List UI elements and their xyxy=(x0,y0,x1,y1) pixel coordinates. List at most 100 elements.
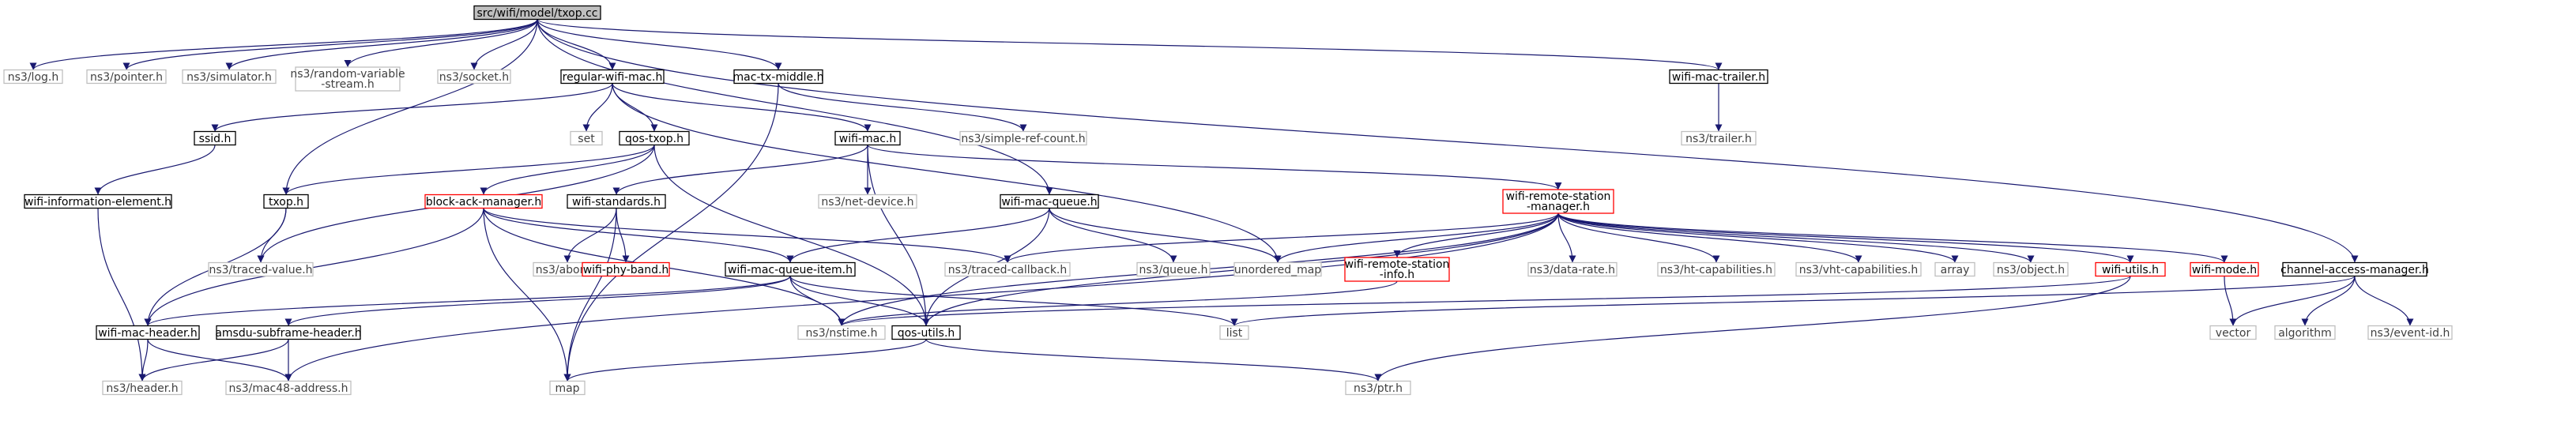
node-qos-utils-h[interactable]: qos-utils.h xyxy=(891,325,961,340)
node-qos-txop-h[interactable]: qos-txop.h xyxy=(619,130,690,146)
node-box xyxy=(2282,261,2427,277)
node-box xyxy=(619,130,690,146)
edge-mactx-to-map xyxy=(563,83,779,382)
edge-wrsm-to-tracedcb xyxy=(1004,212,1559,264)
edge-wrsm-to-mac48 xyxy=(284,212,1559,382)
node-wifi-standards-h[interactable]: wifi-standards.h xyxy=(567,194,666,209)
dependency-edges xyxy=(29,18,2414,382)
node-label: wifi-standards.h xyxy=(572,196,661,209)
edge-wmqi-to-qosutils xyxy=(789,276,930,326)
edge-qostxop-to-txoph xyxy=(282,145,655,195)
edge-wifimac-to-wstd xyxy=(612,145,868,195)
node-label: ns3/event-id.h xyxy=(2371,327,2450,340)
edge-qostxop-to-bam xyxy=(480,145,655,195)
node-label: ns3/vht-capabilities.h xyxy=(1799,264,1918,276)
node-wifi-mac-header-h[interactable]: wifi-mac-header.h xyxy=(96,325,200,340)
node-label: ns3/trailer.h xyxy=(1685,133,1752,145)
node-ns3-ptr-h: ns3/ptr.h xyxy=(1345,380,1411,396)
node-wifi-mode-h[interactable]: wifi-mode.h xyxy=(2190,261,2259,277)
edge-wrsm-to-vhtcap xyxy=(1557,212,1862,263)
node-vector: vector xyxy=(2209,325,2257,340)
edge-wmqi-to-nstime xyxy=(789,276,845,326)
node-box xyxy=(1000,194,1099,209)
edge-wifimac-to-wrsm xyxy=(867,144,1562,190)
edge-ssid-to-wie xyxy=(94,145,216,195)
node-array: array xyxy=(1934,261,1975,277)
node-box xyxy=(1657,261,1776,277)
node-label: ns3/ptr.h xyxy=(1354,382,1403,395)
node-wifi-remote-station-info-h[interactable]: wifi-remote-station-info.h xyxy=(1344,257,1450,282)
node-ns3-object-h: ns3/object.h xyxy=(1993,261,2069,277)
node-wifi-mac-trailer-h[interactable]: wifi-mac-trailer.h xyxy=(1669,69,1768,85)
node-label: list xyxy=(1226,327,1243,340)
node-amsdu-subframe-header-h[interactable]: amsdu-subframe-header.h xyxy=(215,325,362,340)
edge-regular-to-wifimac xyxy=(612,83,872,132)
node-wifi-information-element-h[interactable]: wifi-information-element.h xyxy=(24,194,172,209)
node-ns3-nstime-h: ns3/nstime.h xyxy=(797,325,886,340)
node-label: ns3/ht-capabilities.h xyxy=(1660,264,1772,276)
node-box xyxy=(1681,130,1757,146)
node-box xyxy=(473,5,601,21)
node-label: ns3/object.h xyxy=(1997,264,2065,276)
node-label: src/wifi/model/txop.cc xyxy=(477,7,598,20)
node-ns3-traced-callback-h: ns3/traced-callback.h xyxy=(944,261,1071,277)
node-label: mac-tx-middle.h xyxy=(733,71,824,84)
node-label: amsdu-subframe-header.h xyxy=(215,327,361,340)
node-box xyxy=(725,261,856,277)
node-label: ns3/header.h xyxy=(106,382,178,395)
edge-txop-cc-to-wmq xyxy=(537,19,1053,195)
node-box xyxy=(96,325,200,340)
node-box xyxy=(1669,69,1768,85)
node-ns3-random-variable-stream-h: ns3/random-variable-stream.h xyxy=(290,66,405,92)
node-label: wifi-mode.h xyxy=(2192,264,2257,276)
node-label: wifi-mac-queue-item.h xyxy=(728,264,853,276)
edge-wifimac-to-qosutils xyxy=(867,145,930,326)
node-box xyxy=(2190,261,2259,277)
node-label: regular-wifi-mac.h xyxy=(563,71,663,84)
node-wifi-phy-band-h[interactable]: wifi-phy-band.h xyxy=(582,261,670,277)
node-wifi-mac-queue-item-h[interactable]: wifi-mac-queue-item.h xyxy=(725,261,856,277)
node-label: wifi-mac-queue.h xyxy=(1001,196,1097,209)
node-ns3-traced-value-h: ns3/traced-value.h xyxy=(208,261,314,277)
edge-qosutils-to-map xyxy=(563,339,927,382)
node-box xyxy=(3,69,63,85)
node-box xyxy=(424,194,543,209)
edge-wstd-to-wpb xyxy=(616,208,630,263)
edge-wrsm-to-wutils xyxy=(1557,212,2134,264)
edge-wrsm-to-wmode xyxy=(1557,212,2228,264)
edge-cam-to-algorithm xyxy=(2301,276,2356,326)
node-wifi-mac-queue-h[interactable]: wifi-mac-queue.h xyxy=(1000,194,1099,209)
node-label: wifi-mac-trailer.h xyxy=(1672,71,1765,84)
node-wifi-mac-h[interactable]: wifi-mac.h xyxy=(834,130,901,146)
node-ssid-h[interactable]: ssid.h xyxy=(194,130,236,146)
node-box xyxy=(834,130,901,146)
edge-mactx-to-simpleref xyxy=(778,83,1027,132)
node-wifi-utils-h[interactable]: wifi-utils.h xyxy=(2095,261,2166,277)
edge-txop-cc-to-regular xyxy=(537,19,616,70)
edge-wie-to-header xyxy=(97,208,146,382)
node-box xyxy=(891,325,961,340)
node-mac-tx-middle-h[interactable]: mac-tx-middle.h xyxy=(733,69,824,85)
node-regular-wifi-mac-h[interactable]: regular-wifi-mac.h xyxy=(560,69,665,85)
node-wifi-remote-station-manager-h[interactable]: wifi-remote-station-manager.h xyxy=(1502,189,1614,214)
node-txop-h[interactable]: txop.h xyxy=(263,194,309,209)
node-channel-access-manager-h[interactable]: channel-access-manager.h xyxy=(2280,261,2429,277)
edge-qostxop-to-qosutils xyxy=(653,145,930,326)
node-src-wifi-model-txop-cc[interactable]: src/wifi/model/txop.cc xyxy=(473,5,601,21)
node-label: qos-txop.h xyxy=(625,133,684,145)
node-box xyxy=(102,380,183,396)
node-block-ack-manager-h[interactable]: block-ack-manager.h xyxy=(424,194,543,209)
edge-txop-cc-to-cam xyxy=(537,19,2359,263)
node-box xyxy=(1527,261,1618,277)
node-label: qos-utils.h xyxy=(898,327,955,340)
edge-wmq-to-queue xyxy=(1049,208,1177,263)
node-label: wifi-remote-station-manager.h xyxy=(1506,190,1611,213)
node-ns3-trailer-h: ns3/trailer.h xyxy=(1681,130,1757,146)
node-box xyxy=(797,325,886,340)
node-ns3-event-id-h: ns3/event-id.h xyxy=(2367,325,2453,340)
node-box xyxy=(194,130,236,146)
edge-asfh-to-header xyxy=(138,339,289,382)
node-unordered-map: unordered_map xyxy=(1233,261,1322,277)
